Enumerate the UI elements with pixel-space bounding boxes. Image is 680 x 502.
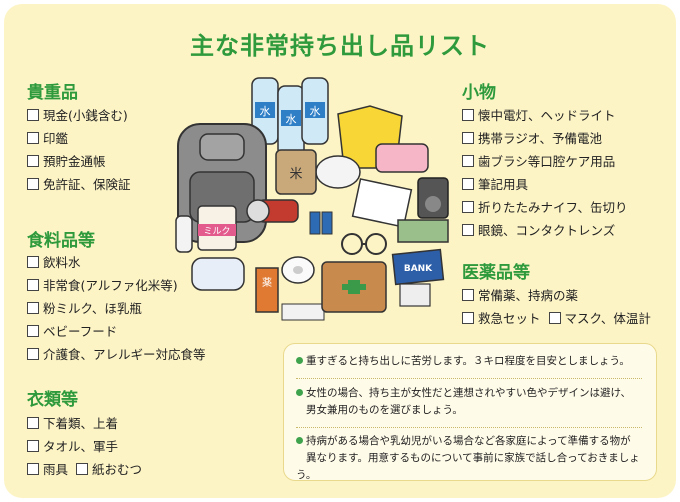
svg-text:水: 水 <box>286 113 297 126</box>
milk-can-icon: ミルク <box>197 205 237 251</box>
checkbox[interactable] <box>27 417 39 429</box>
checkbox[interactable] <box>27 256 39 268</box>
list-item[interactable]: 現金(小銭含む) <box>27 104 131 127</box>
emergency-supplies-illustration: 水 水 水 米 ミルク <box>175 77 449 321</box>
checkbox[interactable] <box>462 178 474 190</box>
checkbox[interactable] <box>76 463 89 475</box>
checkbox[interactable] <box>462 155 474 167</box>
divider <box>296 378 642 379</box>
checkbox[interactable] <box>462 224 474 236</box>
divider <box>296 427 642 428</box>
list-item[interactable]: ベビーフード <box>27 320 206 343</box>
toilet-paper-icon <box>281 256 315 284</box>
first-aid-kit-icon <box>321 261 387 313</box>
notebook-icon <box>351 178 413 228</box>
list-item[interactable]: 常備薬、持病の薬 <box>462 284 651 307</box>
checkbox[interactable] <box>27 155 39 167</box>
svg-text:米: 米 <box>289 167 302 182</box>
checkbox[interactable] <box>27 109 39 121</box>
svg-text:水: 水 <box>260 105 271 118</box>
note-1: 重すぎると持ち出しに苦労します。３キロ程度を目安としましょう。 <box>296 353 630 370</box>
list-item[interactable]: 筆記用具 <box>462 173 628 196</box>
category-heading-food: 食料品等 <box>27 231 95 251</box>
list-item[interactable]: 下着類、上着 <box>27 412 142 435</box>
list-item[interactable]: 介護食、アレルギー対応食等 <box>27 343 206 366</box>
bullet-icon <box>296 437 303 444</box>
category-heading-valuables: 貴重品 <box>27 83 78 103</box>
bullet-icon <box>296 389 303 396</box>
category-heading-medical: 医薬品等 <box>462 263 530 283</box>
list-item[interactable]: 粉ミルク、ほ乳瓶 <box>27 297 206 320</box>
checkbox[interactable] <box>27 302 39 314</box>
note-2: 女性の場合、持ち主が女性だと連想されやすい色やデザインは避け、男女兼用のものを選… <box>296 385 631 419</box>
note-3: 持病がある場合や乳幼児がいる場合など各家庭によって準備する物が異なります。用意す… <box>296 435 640 481</box>
category-heading-small-items: 小物 <box>462 83 496 103</box>
list-item[interactable]: 懐中電灯、ヘッドライト <box>462 104 628 127</box>
checkbox[interactable] <box>27 440 39 452</box>
svg-text:ミルク: ミルク <box>203 226 230 237</box>
svg-text:水: 水 <box>310 105 321 118</box>
towel-icon <box>315 143 429 189</box>
svg-text:BANK: BANK <box>404 264 433 274</box>
baby-bottle-icon <box>175 215 193 253</box>
category-heading-clothing: 衣類等 <box>27 390 78 410</box>
svg-text:薬: 薬 <box>262 277 272 289</box>
list-item[interactable]: 免許証、保険証 <box>27 173 131 196</box>
list-clothing: 下着類、上着 タオル、軍手 雨具紙おむつ <box>27 412 142 481</box>
checkbox[interactable] <box>27 178 39 190</box>
list-item[interactable]: 携帯ラジオ、予備電池 <box>462 127 628 150</box>
checkbox[interactable] <box>462 132 474 144</box>
medicine-box-icon: 薬 <box>255 267 325 321</box>
bullet-icon <box>296 357 303 364</box>
checkbox[interactable] <box>27 279 39 291</box>
checkbox[interactable] <box>27 463 39 475</box>
list-item[interactable]: タオル、軍手 <box>27 435 142 458</box>
list-valuables: 現金(小銭含む) 印鑑 預貯金通帳 免許証、保険証 <box>27 104 131 196</box>
glasses-icon <box>341 233 387 255</box>
bankbook-icon: BANK <box>391 219 449 307</box>
checkbox[interactable] <box>27 325 39 337</box>
batteries-icon <box>309 211 333 235</box>
list-item[interactable]: 救急セットマスク、体温計 <box>462 307 651 330</box>
checkbox[interactable] <box>462 289 474 301</box>
checkbox[interactable] <box>462 109 474 121</box>
list-medical: 常備薬、持病の薬 救急セットマスク、体温計 <box>462 284 651 330</box>
list-item[interactable]: 雨具紙おむつ <box>27 458 142 481</box>
checkbox[interactable] <box>462 312 474 324</box>
diapers-icon <box>191 257 245 291</box>
list-food: 飲料水 非常食(アルファ化米等) 粉ミルク、ほ乳瓶 ベビーフード 介護食、アレル… <box>27 251 206 366</box>
water-bottles-icon: 水 水 水 <box>251 77 329 157</box>
checkbox[interactable] <box>27 348 39 360</box>
list-item[interactable]: 飲料水 <box>27 251 206 274</box>
list-item[interactable]: 眼鏡、コンタクトレンズ <box>462 219 628 242</box>
page-title: 主な非常持ち出し品リスト <box>190 32 490 60</box>
radio-icon <box>417 177 449 219</box>
checkbox[interactable] <box>27 132 39 144</box>
list-item[interactable]: 折りたたみナイフ、缶切り <box>462 196 628 219</box>
checkbox[interactable] <box>548 312 561 324</box>
flashlight-icon <box>246 199 299 223</box>
notes-box: 重すぎると持ち出しに苦労します。３キロ程度を目安としましょう。 女性の場合、持ち… <box>283 343 657 481</box>
list-item[interactable]: 非常食(アルファ化米等) <box>27 274 206 297</box>
list-item[interactable]: 預貯金通帳 <box>27 150 131 173</box>
checkbox[interactable] <box>462 201 474 213</box>
list-item[interactable]: 印鑑 <box>27 127 131 150</box>
list-item[interactable]: 歯ブラシ等口腔ケア用品 <box>462 150 628 173</box>
rice-bag-icon: 米 <box>275 149 317 195</box>
list-small-items: 懐中電灯、ヘッドライト 携帯ラジオ、予備電池 歯ブラシ等口腔ケア用品 筆記用具 … <box>462 104 628 242</box>
